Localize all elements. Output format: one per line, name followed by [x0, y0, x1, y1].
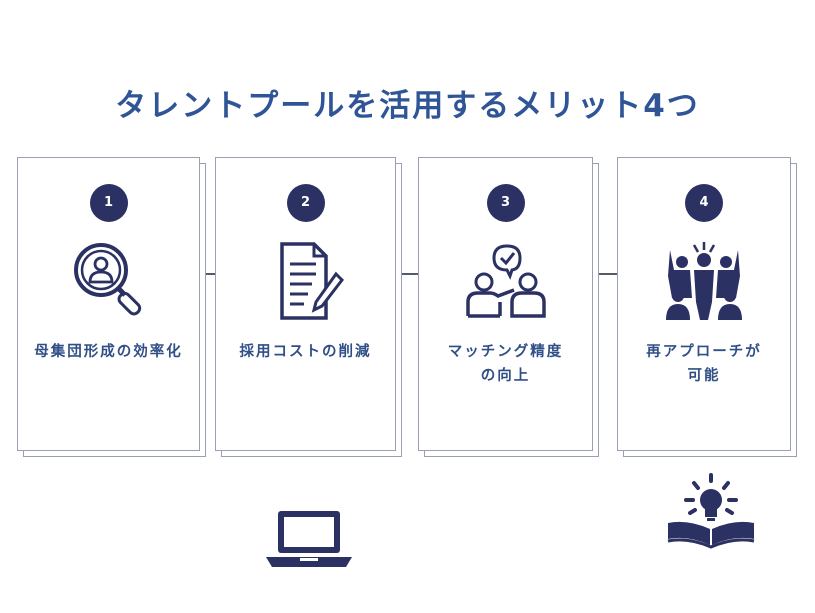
step-number-badge: 4: [685, 184, 723, 222]
step-number-badge: 2: [286, 184, 325, 222]
document-pen-icon: [279, 242, 344, 320]
crowd-icon: [666, 242, 742, 320]
step-number-badge: 3: [486, 184, 525, 222]
benefit-card-1: 1 母集団形成の効率化: [17, 157, 206, 457]
benefit-label: 採用コストの削減: [239, 344, 372, 360]
two-people-chat-icon: [465, 244, 546, 318]
laptop-icon: [266, 511, 352, 567]
benefit-label: マッチング精度 の向上: [447, 344, 564, 384]
connector-line: [395, 273, 418, 275]
step-number-badge: 1: [89, 184, 128, 222]
connector-line: [592, 273, 617, 275]
benefit-card-4: 4 再アプローチが 可能: [617, 157, 797, 457]
benefit-card-2: 2 採用コストの削減: [215, 157, 402, 457]
benefit-card-3: 3 マッチング精度 の向上: [418, 157, 599, 457]
benefit-label: 母集団形成の効率化: [34, 344, 183, 360]
book-lightbulb-icon: [667, 473, 755, 549]
benefit-label: 再アプローチが 可能: [646, 344, 762, 384]
search-person-icon: [73, 243, 141, 316]
page-title: タレントプールを活用するメリット4つ: [115, 88, 700, 124]
connector-line: [199, 273, 215, 275]
